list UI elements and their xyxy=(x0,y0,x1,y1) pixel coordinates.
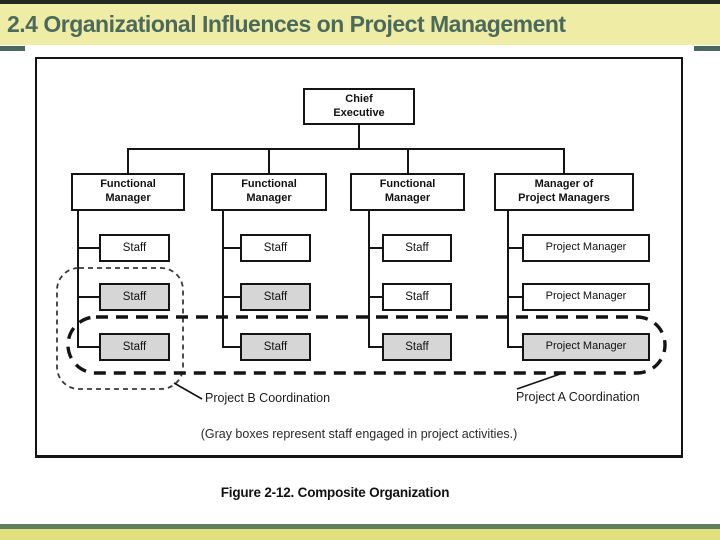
org-box-project-manager: Project Manager xyxy=(522,283,650,311)
slide-title: 2.4 Organizational Influences on Project… xyxy=(7,11,566,37)
org-box-functional-manager-1: Functional Manager xyxy=(71,173,185,211)
org-box-chief-executive: Chief Executive xyxy=(303,88,415,125)
org-box-staff: Staff xyxy=(382,283,452,311)
figure-caption: Figure 2-12. Composite Organization xyxy=(220,485,450,500)
report-stub xyxy=(507,346,522,348)
org-box-staff: Staff xyxy=(99,234,170,262)
connector-stub-branch-1 xyxy=(127,148,129,175)
footer-accent-band xyxy=(0,529,720,540)
org-box-staff: Staff xyxy=(99,283,170,311)
report-stub xyxy=(368,346,382,348)
report-stub xyxy=(368,296,382,298)
report-stub xyxy=(77,296,99,298)
org-box-staff: Staff xyxy=(240,283,311,311)
column-line-branch-3 xyxy=(368,211,370,348)
report-stub xyxy=(77,346,99,348)
project-a-coordination-label: Project A Coordination xyxy=(516,390,640,404)
connector-stub-branch-2 xyxy=(268,148,270,175)
org-box-functional-manager-3: Functional Manager xyxy=(350,173,465,211)
org-box-manager-of-project-managers: Manager of Project Managers xyxy=(494,173,634,211)
connector-stub-branch-4 xyxy=(563,148,565,175)
connector-root-drop xyxy=(358,125,360,149)
title-underline-right xyxy=(694,46,720,51)
org-box-staff: Staff xyxy=(99,333,170,361)
org-box-project-manager: Project Manager xyxy=(522,234,650,262)
org-box-staff: Staff xyxy=(240,234,311,262)
org-box-staff: Staff xyxy=(382,234,452,262)
report-stub xyxy=(222,296,240,298)
org-box-staff: Staff xyxy=(240,333,311,361)
connector-main-horizontal xyxy=(127,148,565,150)
top-accent-strip xyxy=(0,0,720,4)
title-underline-left xyxy=(0,46,25,51)
org-box-project-manager: Project Manager xyxy=(522,333,650,361)
column-line-branch-2 xyxy=(222,211,224,348)
report-stub xyxy=(507,296,522,298)
report-stub xyxy=(222,346,240,348)
report-stub xyxy=(507,247,522,249)
project-b-coordination-label: Project B Coordination xyxy=(205,391,331,405)
gray-boxes-note: (Gray boxes represent staff engaged in p… xyxy=(200,427,518,441)
report-stub xyxy=(77,247,99,249)
org-box-staff: Staff xyxy=(382,333,452,361)
column-line-branch-4 xyxy=(507,211,509,348)
report-stub xyxy=(368,247,382,249)
org-box-functional-manager-2: Functional Manager xyxy=(211,173,327,211)
column-line-branch-1 xyxy=(77,211,79,348)
report-stub xyxy=(222,247,240,249)
connector-stub-branch-3 xyxy=(407,148,409,175)
footer-accent-line xyxy=(0,524,720,529)
slide-title-bar: 2.4 Organizational Influences on Project… xyxy=(0,4,720,45)
